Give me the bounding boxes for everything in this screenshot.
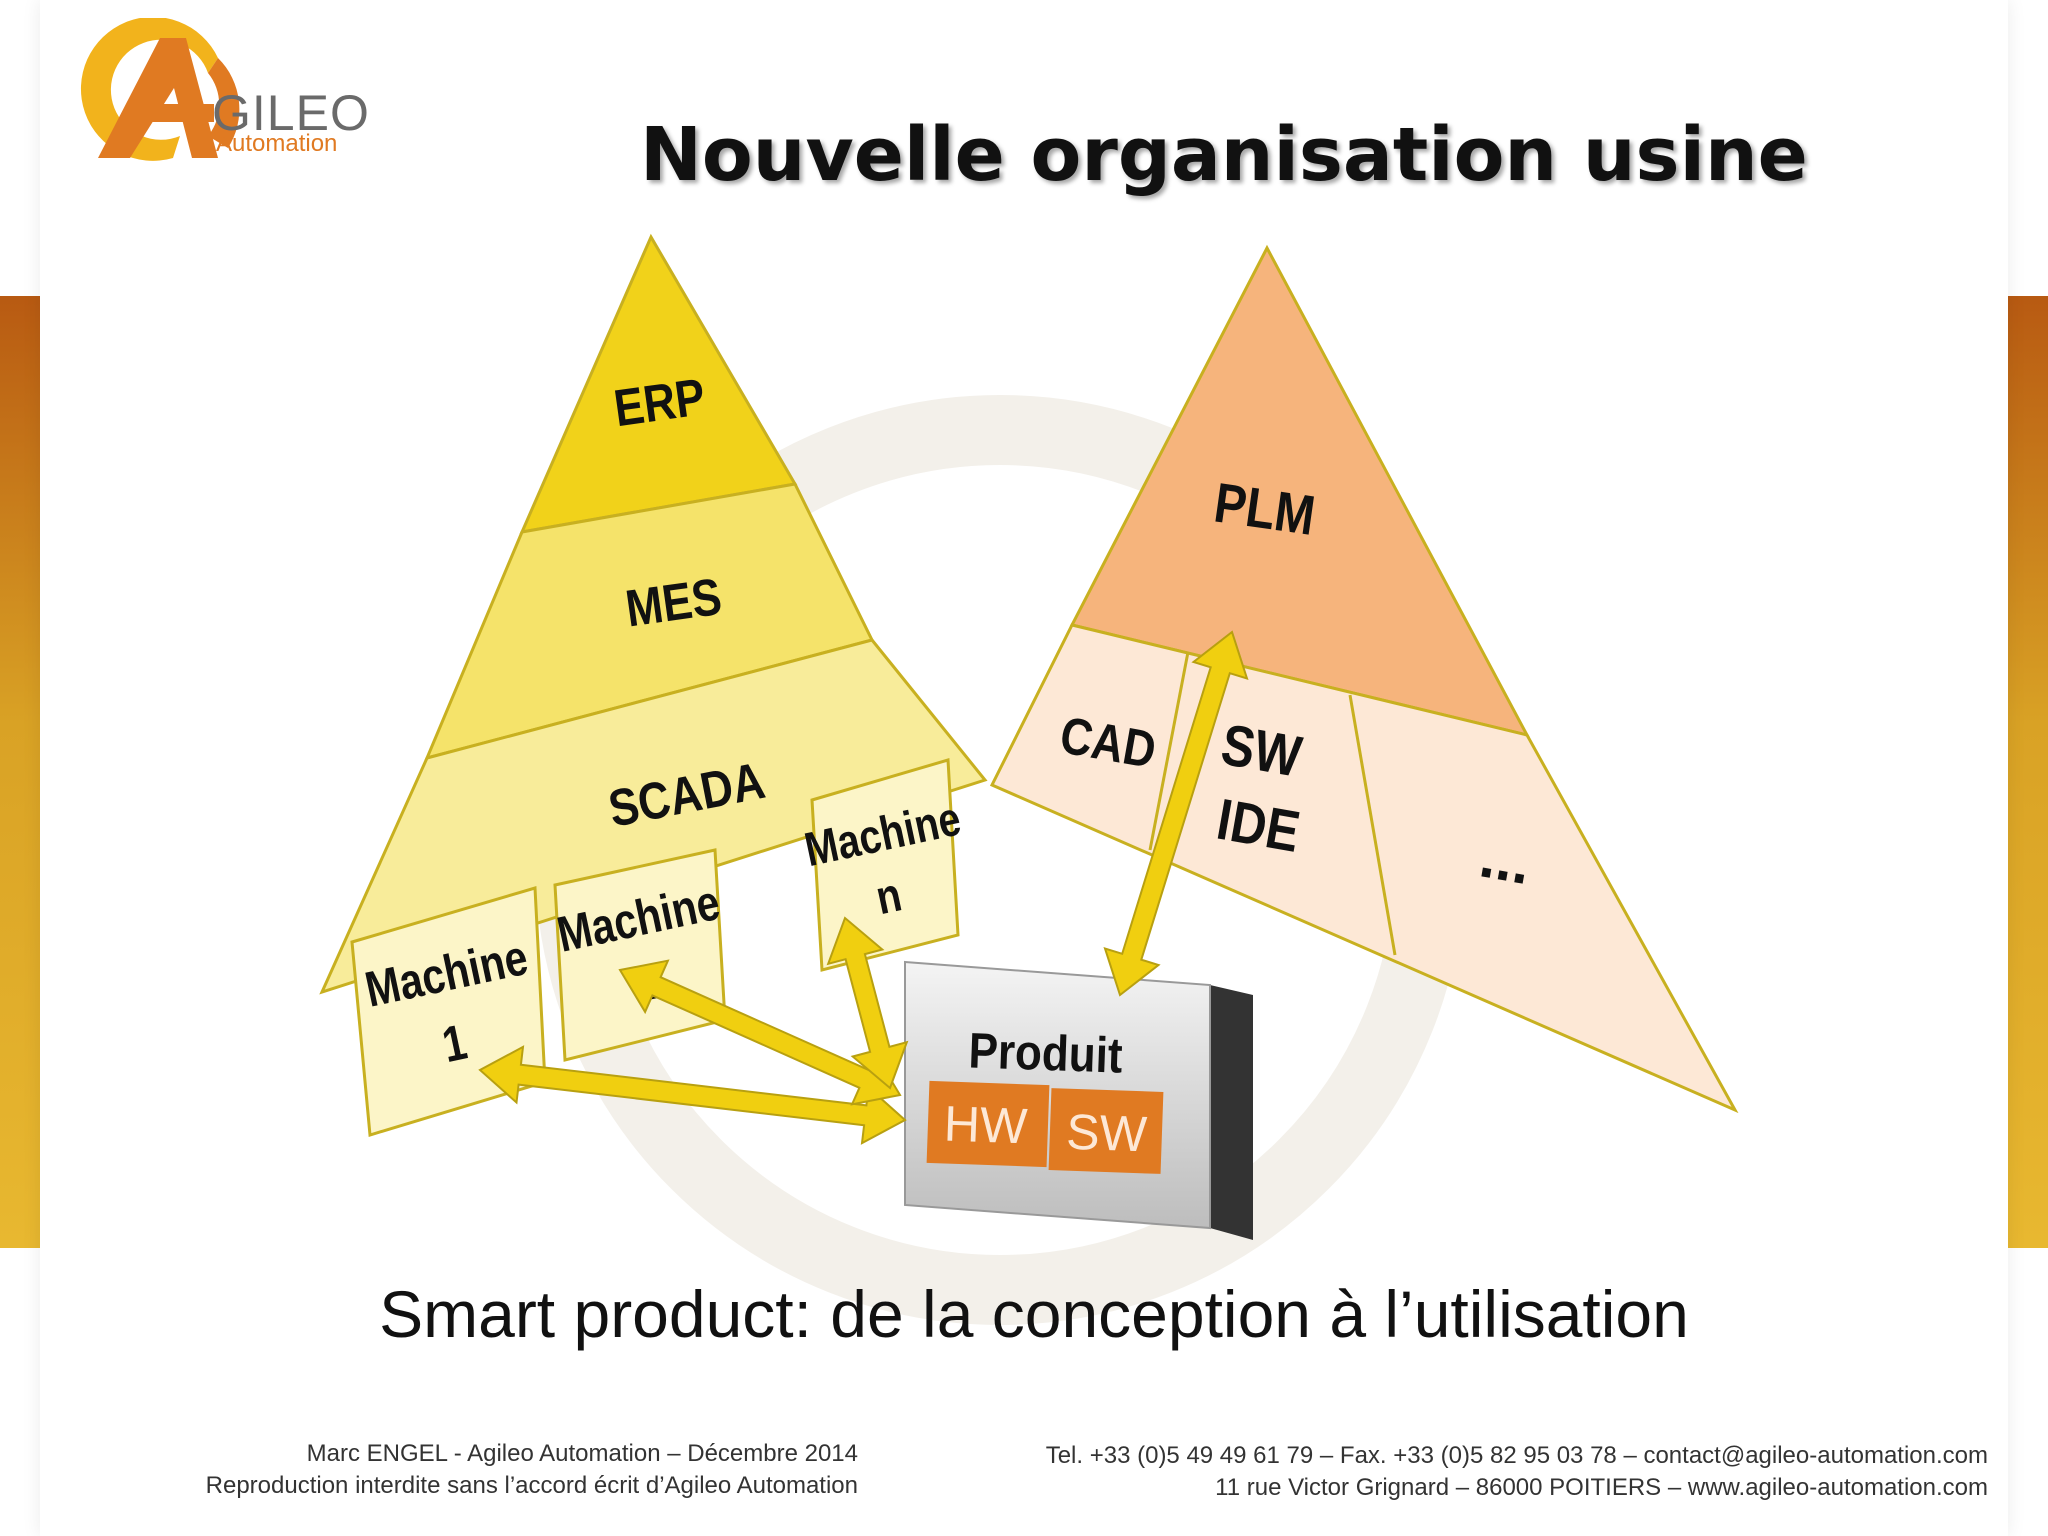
machine-card-n: Machine n — [800, 758, 965, 972]
footer-phone-line: Tel. +33 (0)5 49 49 61 79 – Fax. +33 (0)… — [1045, 1442, 1988, 1469]
agileo-logo-icon — [80, 18, 240, 161]
product-box: Produit HW SW — [904, 960, 1253, 1240]
footer-contact: Tel. +33 (0)5 49 49 61 79 – Fax. +33 (0)… — [1046, 1440, 1988, 1504]
arrow-product-machine-n — [826, 916, 909, 1090]
cell-label-more: ... — [1475, 822, 1536, 897]
footer-copyright-line: Reproduction interdite sans l’accord écr… — [205, 1472, 858, 1499]
design-pyramid: PLM CAD SW IDE ... — [989, 244, 1739, 1114]
arrow-product-plm — [1103, 630, 1249, 997]
layer-label-erp: ERP — [611, 368, 709, 438]
cell-label-sw: SW — [1217, 712, 1307, 789]
product-part-hw — [926, 1080, 1050, 1168]
connection-arrows — [478, 630, 1249, 1145]
logo-name: GILEO — [212, 85, 370, 141]
footer-author-line: Marc ENGEL - Agileo Automation – Décembr… — [306, 1440, 858, 1467]
product-part-sw — [1048, 1088, 1164, 1174]
slide-subtitle: Smart product: de la conception à l’util… — [379, 1277, 1689, 1351]
footer-address-line: 11 rue Victor Grignard – 86000 POITIERS … — [1215, 1474, 1988, 1501]
product-part-hw-label: HW — [943, 1096, 1029, 1155]
layer-label-mes: MES — [622, 567, 725, 638]
cell-label-ide: IDE — [1212, 787, 1304, 865]
product-part-sw-label: SW — [1065, 1104, 1148, 1163]
footer-author: Marc ENGEL - Agileo Automation – Décembr… — [206, 1438, 858, 1502]
page-title: Nouvelle organisation usine — [640, 112, 1808, 198]
right-accent-band — [2008, 296, 2048, 1248]
layer-label-plm: PLM — [1210, 472, 1318, 548]
pyramid-cells — [989, 623, 1739, 1114]
left-accent-band — [0, 296, 40, 1248]
logo-subtitle: Automation — [216, 130, 338, 157]
product-label: Produit — [968, 1022, 1124, 1084]
machine-card-1: Machine 1 — [350, 886, 547, 1137]
machine-card-2: Machine 2 — [552, 848, 727, 1062]
